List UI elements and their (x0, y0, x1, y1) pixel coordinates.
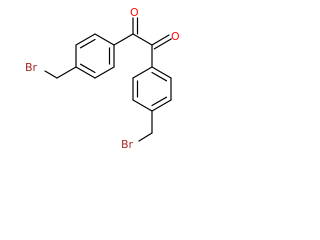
bond-ringB-3-inner (151, 96, 168, 107)
bond-ringB-6 (132, 66, 153, 79)
bond-c2-o2-second (153, 38, 172, 50)
bond-ringA-carbonyl1 (113, 33, 134, 46)
bond-ringA-1 (94, 33, 115, 46)
bonds (44, 17, 172, 142)
bond-ringB-1-inner (151, 71, 168, 82)
bond-ch2-br1 (44, 70, 58, 79)
bond-c2-o2 (151, 34, 170, 46)
bond-ringA-2 (75, 33, 96, 46)
bond-ringB-3 (151, 99, 172, 112)
chemical-structure-diagram: O O Br Br (25, 6, 180, 151)
bromine-label-1: Br (25, 61, 38, 74)
bond-c1-c2 (132, 33, 153, 46)
bond-ringA-4 (75, 66, 96, 79)
atom-labels: O O Br Br (25, 6, 180, 151)
bond-ringA-4-inner (79, 63, 96, 74)
oxygen-label-2: O (171, 30, 180, 43)
oxygen-label-1: O (130, 6, 139, 19)
bond-ringB-1 (151, 66, 172, 79)
bromine-label-2: Br (121, 138, 134, 151)
bond-ch2-br2 (138, 132, 153, 142)
bond-ringB-4 (132, 99, 153, 112)
bond-ringA-5 (94, 66, 115, 79)
bond-ringA-2-inner (79, 38, 96, 49)
bond-ringA-ch2 (56, 66, 77, 79)
